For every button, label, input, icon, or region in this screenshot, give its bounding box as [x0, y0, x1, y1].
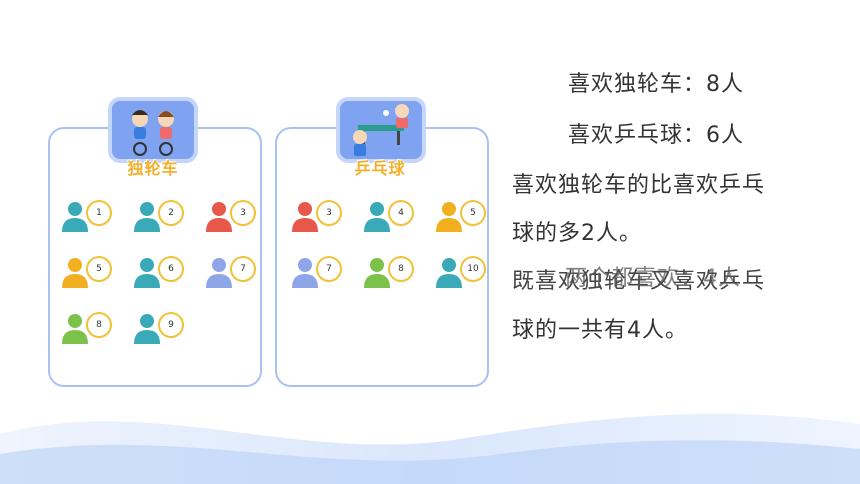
- person-icon: [292, 202, 318, 232]
- person-item: 8: [60, 312, 120, 346]
- person-number-badge: 8: [388, 256, 414, 282]
- person-icon: [134, 258, 160, 288]
- ping-pong-image: [336, 97, 426, 163]
- ping-pong-kids-icon: [353, 104, 409, 156]
- unicycle-count-text: 喜欢独轮车：8人: [568, 72, 744, 97]
- person-number-badge: 8: [86, 312, 112, 338]
- person-icon: [62, 202, 88, 232]
- person-number-badge: 5: [460, 200, 486, 226]
- person-number-badge: 1: [86, 200, 112, 226]
- person-icon: [436, 258, 462, 288]
- person-icon: [134, 314, 160, 344]
- person-item: 3: [290, 200, 350, 234]
- person-icon: [436, 202, 462, 232]
- person-item: 7: [204, 256, 264, 290]
- person-item: 9: [132, 312, 192, 346]
- comparison-text-line1: 喜欢独轮车的比喜欢乒乓: [512, 173, 766, 198]
- both-overlay-text: 两个都喜欢：4人: [565, 266, 741, 291]
- person-item: 3: [204, 200, 264, 234]
- comparison-text-line2: 球的多2人。: [512, 221, 642, 246]
- person-icon: [134, 202, 160, 232]
- both-text-line1: 既喜欢独轮车又喜欢乒乓: [512, 269, 766, 294]
- person-number-badge: 2: [158, 200, 184, 226]
- person-item: 10: [434, 256, 494, 290]
- both-text-line2: 球的一共有4人。: [512, 318, 688, 343]
- person-item: 2: [132, 200, 192, 234]
- person-icon: [364, 258, 390, 288]
- person-number-badge: 10: [460, 256, 486, 282]
- ping-pong-title: 乒乓球: [354, 159, 406, 178]
- person-number-badge: 3: [316, 200, 342, 226]
- person-number-badge: 3: [230, 200, 256, 226]
- person-number-badge: 9: [158, 312, 184, 338]
- person-icon: [364, 202, 390, 232]
- person-number-badge: 6: [158, 256, 184, 282]
- ping-pong-count-text: 喜欢乒乓球：6人: [568, 123, 744, 148]
- person-icon: [62, 314, 88, 344]
- person-icon: [62, 258, 88, 288]
- person-item: 4: [362, 200, 422, 234]
- person-item: 5: [434, 200, 494, 234]
- person-icon: [206, 202, 232, 232]
- person-icon: [206, 258, 232, 288]
- bottom-wave-decoration: [0, 413, 860, 484]
- person-item: 8: [362, 256, 422, 290]
- unicycle-title: 独轮车: [127, 159, 179, 178]
- person-icon: [292, 258, 318, 288]
- person-item: 6: [132, 256, 192, 290]
- person-number-badge: 7: [230, 256, 256, 282]
- person-item: 7: [290, 256, 350, 290]
- person-number-badge: 4: [388, 200, 414, 226]
- unicycle-kids-icon: [132, 110, 174, 156]
- person-item: 1: [60, 200, 120, 234]
- unicycle-image: [108, 97, 198, 163]
- person-number-badge: 5: [86, 256, 112, 282]
- person-item: 5: [60, 256, 120, 290]
- person-number-badge: 7: [316, 256, 342, 282]
- ping-pong-panel: [275, 127, 489, 387]
